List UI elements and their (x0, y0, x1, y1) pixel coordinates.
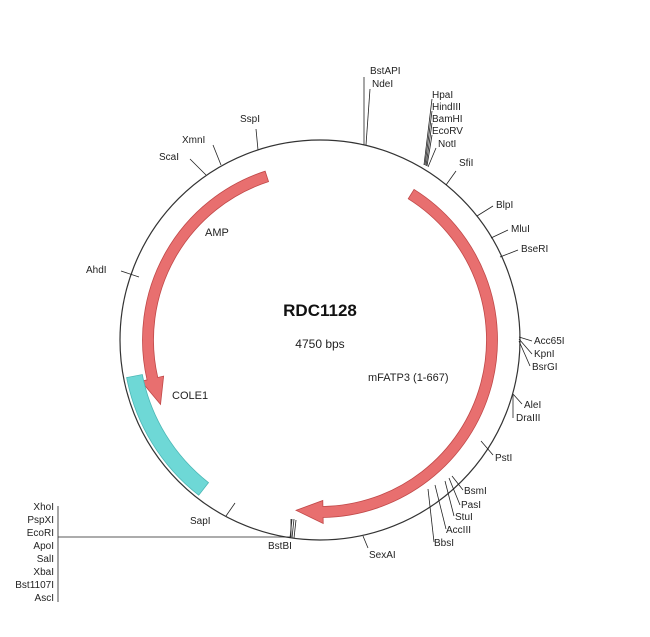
site-label-bamhi: BamHI (432, 114, 463, 125)
site-tick-ecorv (426, 134, 433, 167)
amp-label: AMP (205, 227, 229, 239)
site-tick-acciii (434, 484, 447, 530)
site-tick-stui (444, 480, 455, 517)
site-label-psti: PstI (495, 453, 512, 464)
site-tick-mlui (490, 229, 509, 239)
site-label-xmni: XmnI (182, 135, 205, 146)
site-tick-bbsi (427, 488, 435, 543)
site-tick-kpni (518, 338, 533, 355)
site-label-sexai: SexAI (369, 550, 396, 561)
site-tick-acc65i (518, 336, 533, 342)
site-label-noti: NotI (438, 139, 456, 150)
site-tick-bstbi-3 (293, 519, 297, 539)
site-tick-xmni (212, 144, 222, 166)
site-label-alei: AleI (524, 400, 541, 411)
site-label-draiii: DraIII (516, 413, 540, 424)
site-label-ahdi: AhdI (86, 265, 107, 276)
site-label-xhoi: XhoI (33, 502, 54, 513)
site-tick-ndei (365, 88, 371, 146)
cole1-feature-box (126, 374, 210, 496)
plasmid-name: RDC1128 (283, 301, 357, 320)
site-label-pasi: PasI (461, 500, 481, 511)
site-label-acc65i: Acc65I (534, 336, 565, 347)
site-label-ecori: EcoRI (27, 528, 54, 539)
site-label-bsrgi: BsrGI (532, 362, 558, 373)
site-tick-blpi (476, 205, 494, 217)
site-label-sspi: SspI (240, 114, 260, 125)
site-tick-bamhi (425, 122, 433, 167)
site-tick-sexai (362, 535, 369, 549)
site-label-ecorv: EcoRV (432, 126, 463, 137)
mfatp3-label: mFATP3 (1-667) (368, 372, 449, 384)
site-label-acciii: AccIII (446, 525, 471, 536)
site-tick-sapi (225, 502, 236, 517)
site-tick-hpai (423, 98, 433, 166)
site-label-hpai: HpaI (432, 90, 453, 101)
site-tick-scai (189, 158, 207, 176)
site-label-bst1107i: Bst1107I (15, 580, 54, 591)
site-label-bsmi: BsmI (464, 486, 487, 497)
site-tick-sfii (445, 170, 457, 186)
site-label-xbai: XbaI (33, 567, 54, 578)
site-label-bseri: BseRI (521, 244, 548, 255)
site-label-mlui: MluI (511, 224, 530, 235)
site-label-stui: StuI (455, 512, 473, 523)
site-tick-sspi (255, 128, 259, 151)
site-tick-bsmi (451, 475, 464, 491)
plasmid-size: 4750 bps (295, 337, 344, 351)
site-tick-pasi (448, 477, 461, 506)
site-tick-noti (427, 147, 437, 168)
site-tick-psti (480, 440, 494, 456)
site-label-kpni: KpnI (534, 349, 555, 360)
site-tick-alei (512, 393, 523, 405)
site-label-pspxi: PspXI (27, 515, 54, 526)
site-label-bstapi: BstAPI (370, 66, 401, 77)
mfatp3-feature-arrow (295, 188, 498, 525)
site-label-sali: SalI (37, 554, 54, 565)
site-tick-bstbi-2 (291, 518, 295, 539)
site-tick-bseri (499, 249, 519, 258)
site-tick-hindiii (424, 110, 433, 166)
cole1-label: COLE1 (172, 390, 208, 402)
site-label-sapi: SapI (190, 516, 211, 527)
site-label-hindiii: HindIII (432, 102, 461, 113)
site-tick-bsrgi (518, 340, 531, 367)
site-label-scai: ScaI (159, 152, 179, 163)
site-label-sfii: SfiI (459, 158, 473, 169)
site-tick-ahdi (120, 270, 140, 278)
site-label-apoi: ApoI (33, 541, 54, 552)
site-label-asci: AscI (35, 593, 54, 604)
site-label-ndei: NdeI (372, 79, 393, 90)
amp-feature-arrow (140, 170, 270, 406)
site-label-bbsi: BbsI (434, 538, 454, 549)
site-label-bstbi: BstBI (268, 541, 292, 552)
site-label-blpi: BlpI (496, 200, 513, 211)
